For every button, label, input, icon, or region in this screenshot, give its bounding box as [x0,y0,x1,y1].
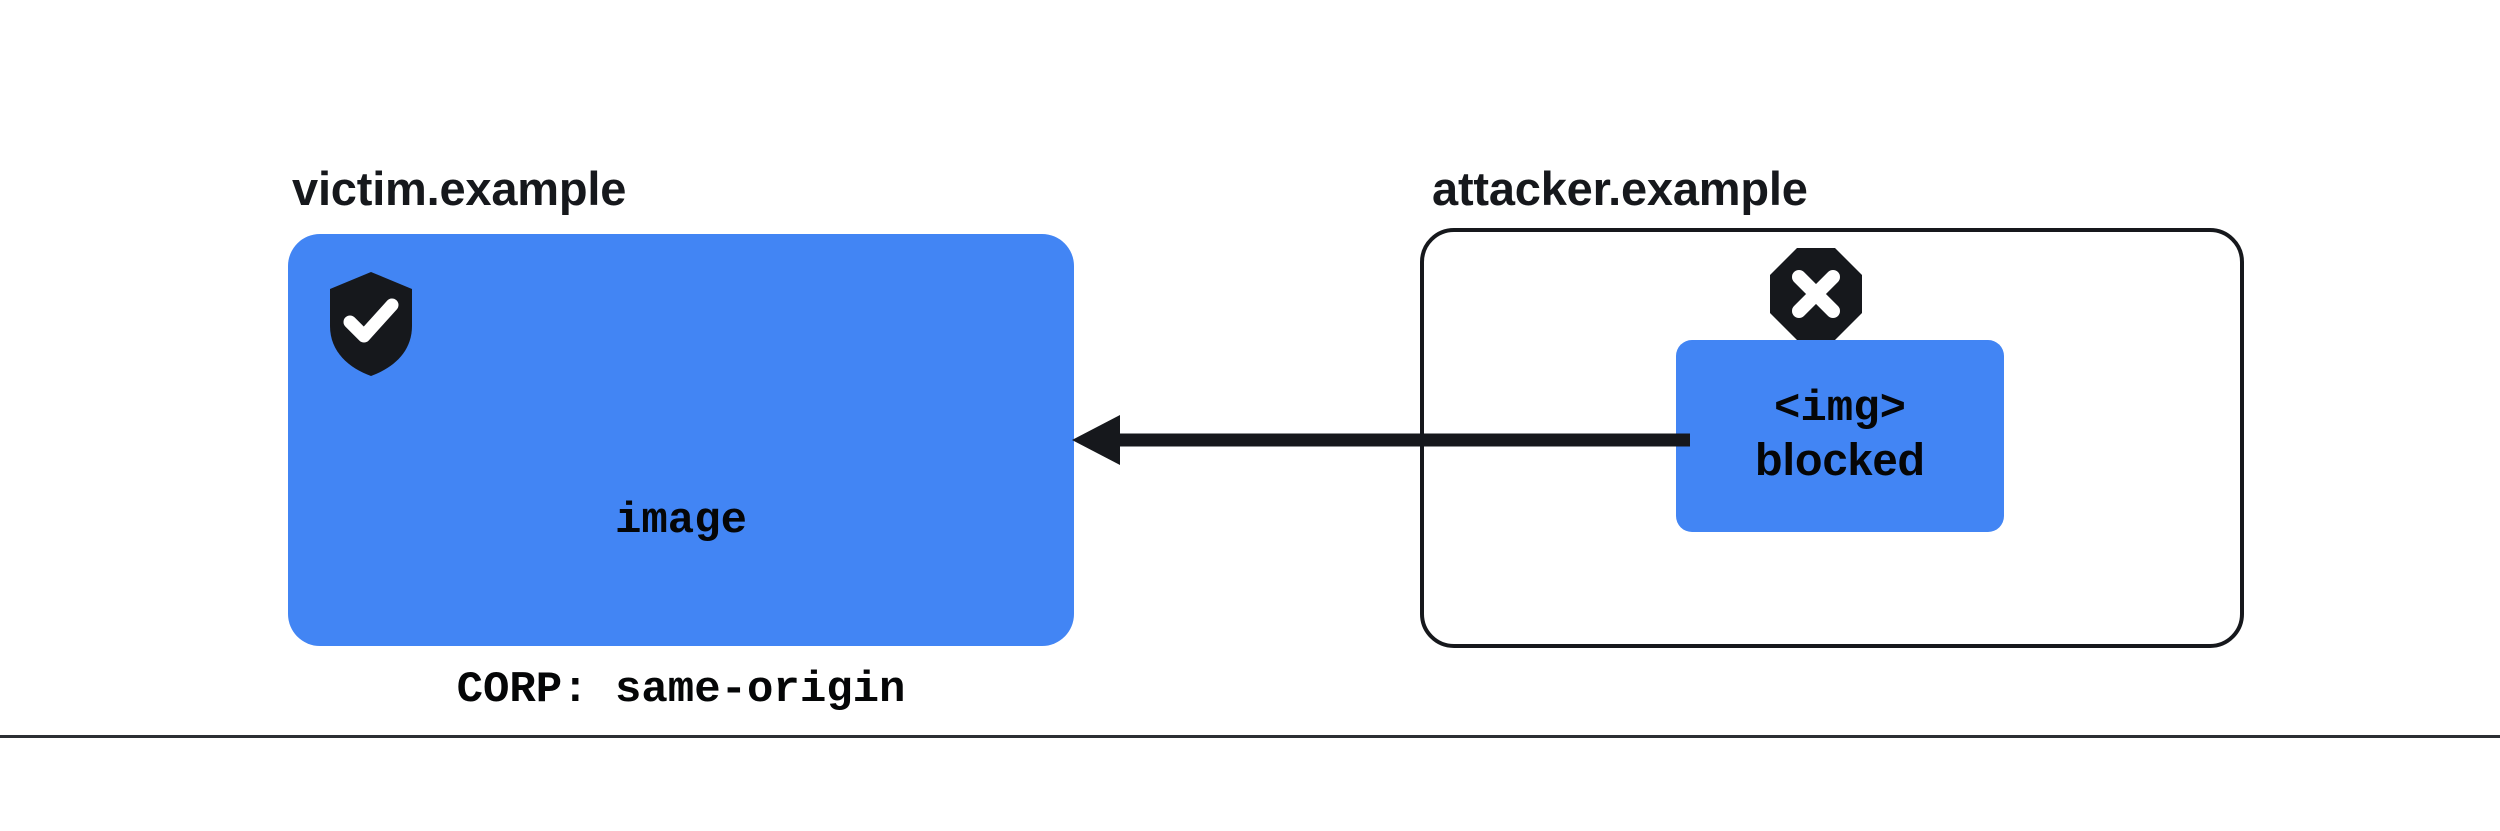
shield-check-icon [330,272,412,376]
victim-origin-label: victim.example [292,162,627,215]
victim-resource-header: CORP: same-origin [456,664,906,715]
bottom-divider [0,735,2500,738]
diagram-canvas: victim.example image CORP: same-origin a… [0,162,2500,738]
blocked-request-arrow [1060,408,1690,472]
victim-resource-text: image CORP: same-origin [288,380,1074,831]
attacker-img-tag-label: <img> [1773,384,1907,435]
victim-resource-name: image [614,495,748,546]
octagon-x-icon [1770,248,1862,340]
attacker-origin-label: attacker.example [1432,162,1808,215]
attacker-img-state-label: blocked [1754,433,1926,485]
attacker-img-element-box: <img> blocked [1676,340,2004,532]
victim-origin-card [288,234,1074,646]
